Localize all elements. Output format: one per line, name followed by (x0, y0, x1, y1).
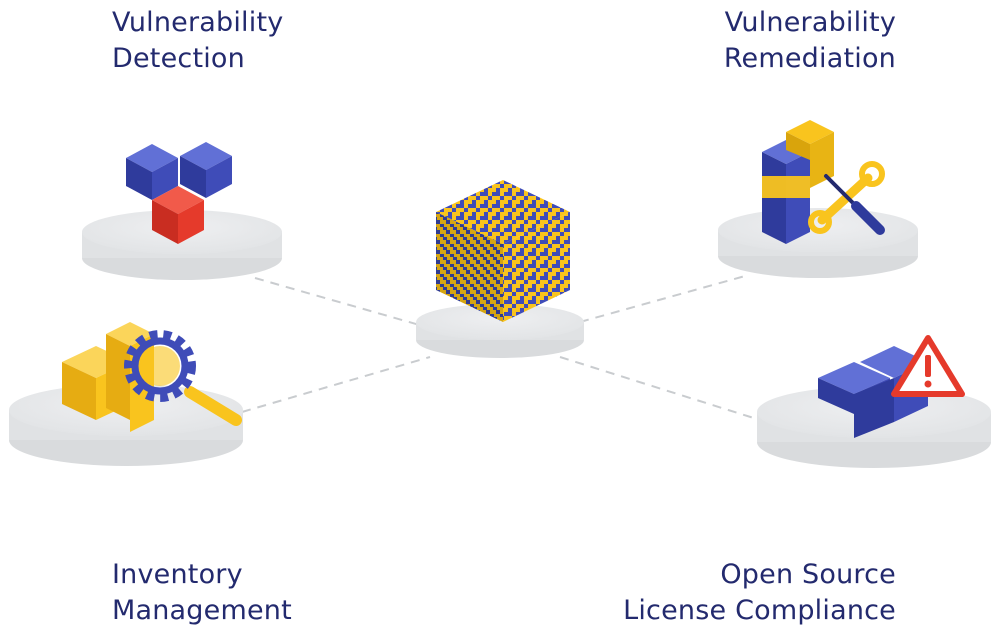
connector-bottom-right (559, 356, 761, 421)
connector-top-left (254, 277, 431, 329)
label-line2: Detection (112, 43, 245, 74)
label-inventory-management: Inventory Management (112, 557, 292, 629)
platform-bottom-right (757, 386, 991, 468)
cubes-icon (126, 142, 232, 244)
connector-top-right (579, 275, 746, 323)
connector-bottom-left (241, 356, 431, 413)
label-line2: Management (112, 595, 292, 626)
label-line1: Vulnerability (112, 7, 284, 38)
label-line1: Open Source (720, 559, 896, 590)
connectors (241, 275, 761, 421)
label-vulnerability-remediation: Vulnerability Remediation (724, 5, 896, 77)
label-line1: Inventory (112, 559, 243, 590)
pattern-cube-icon (436, 180, 570, 322)
label-line2: License Compliance (623, 595, 896, 626)
wrench-screwdriver-icon (762, 120, 885, 244)
label-license-compliance: Open Source License Compliance (623, 557, 896, 629)
magnifier-gear-icon (62, 322, 242, 432)
label-line2: Remediation (723, 43, 896, 74)
label-vulnerability-detection: Vulnerability Detection (112, 5, 283, 77)
platform-center (416, 304, 584, 358)
label-line1: Vulnerability (724, 7, 896, 38)
warning-icon (818, 335, 965, 438)
